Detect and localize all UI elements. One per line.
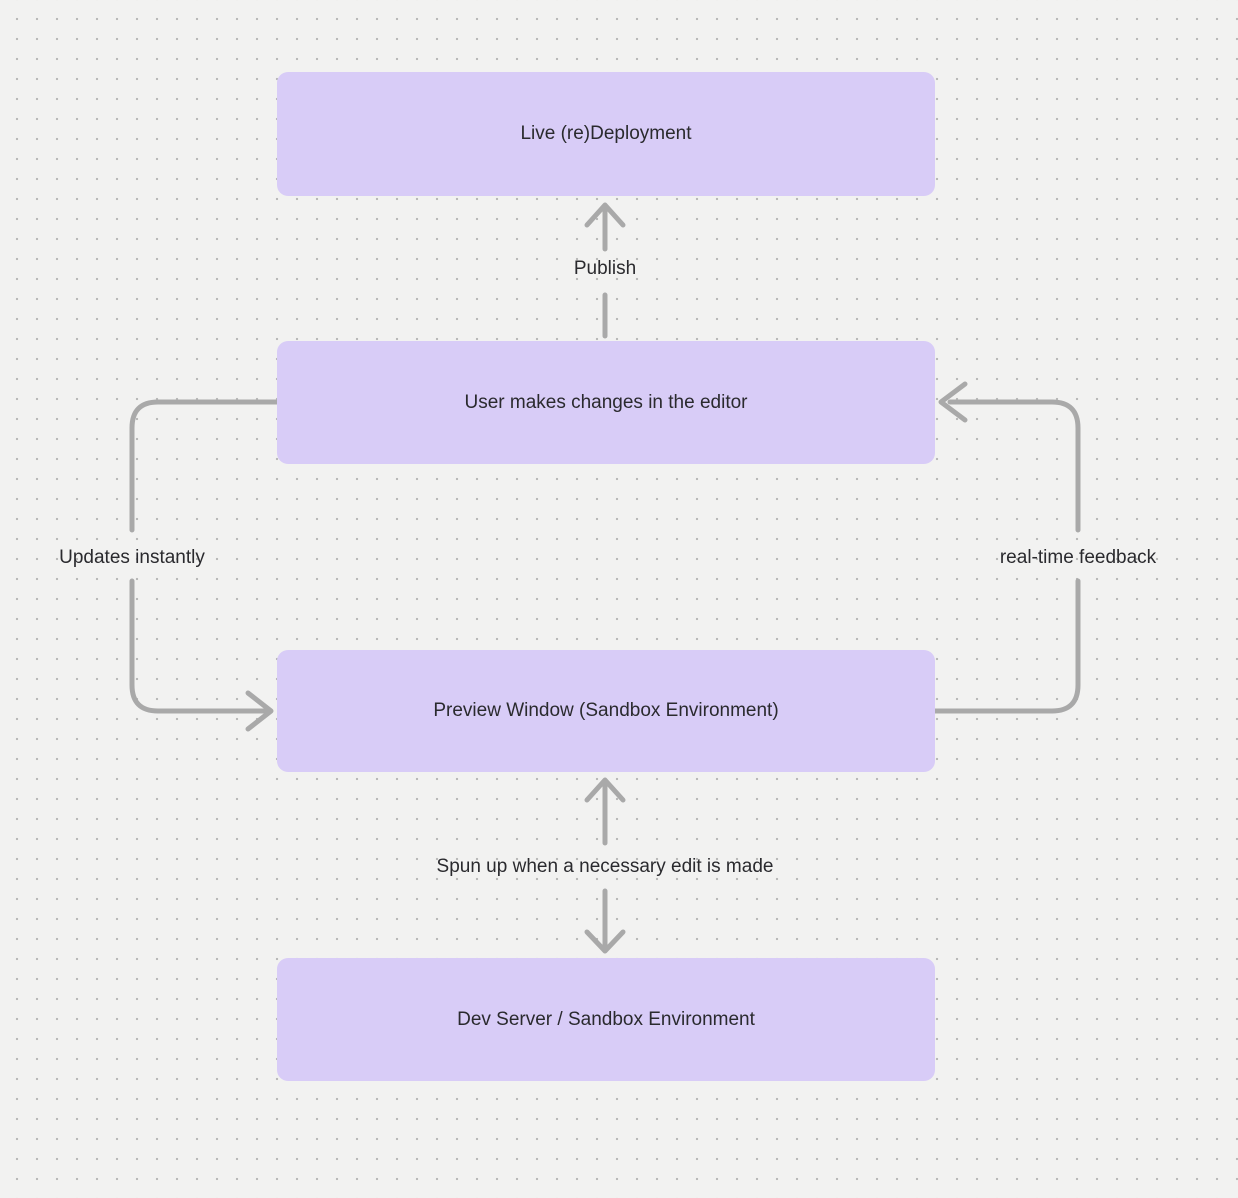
- edge-label-realtime-feedback: real-time feedback: [999, 547, 1157, 568]
- node-label: Preview Window (Sandbox Environment): [433, 700, 779, 721]
- edge-spun-up[interactable]: [584, 777, 626, 954]
- realtime-segment-lower[interactable]: [932, 578, 1081, 714]
- node-dev-server[interactable]: Dev Server / Sandbox Environment: [277, 958, 935, 1081]
- edge-label-publish: Publish: [573, 258, 637, 279]
- node-label: User makes changes in the editor: [464, 391, 748, 413]
- edge-label-updates-instantly: Updates instantly: [59, 547, 205, 568]
- realtime-arrowhead-left-icon[interactable]: [938, 381, 968, 423]
- updates-segment-upper[interactable]: [129, 399, 280, 533]
- node-label: Dev Server / Sandbox Environment: [457, 1008, 755, 1030]
- edge-realtime-feedback[interactable]: [932, 381, 1081, 714]
- node-label: Live (re)Deployment: [520, 123, 692, 144]
- edge-publish[interactable]: [584, 202, 626, 339]
- edge-updates-instantly[interactable]: [129, 399, 280, 732]
- updates-segment-lower[interactable]: [129, 578, 269, 714]
- publish-arrowhead-up-icon[interactable]: [584, 202, 626, 228]
- node-preview-window[interactable]: Preview Window (Sandbox Environment): [277, 650, 935, 772]
- edge-label-spun-up: Spun up when a necessary edit is made: [436, 856, 774, 877]
- node-live-redeployment[interactable]: Live (re)Deployment: [277, 72, 935, 196]
- node-user-editor[interactable]: User makes changes in the editor: [277, 341, 935, 464]
- spunup-arrowhead-up-icon[interactable]: [584, 777, 626, 803]
- spunup-arrowhead-down-icon[interactable]: [584, 929, 626, 954]
- realtime-segment-upper[interactable]: [947, 399, 1081, 533]
- updates-arrowhead-right-icon[interactable]: [245, 690, 274, 732]
